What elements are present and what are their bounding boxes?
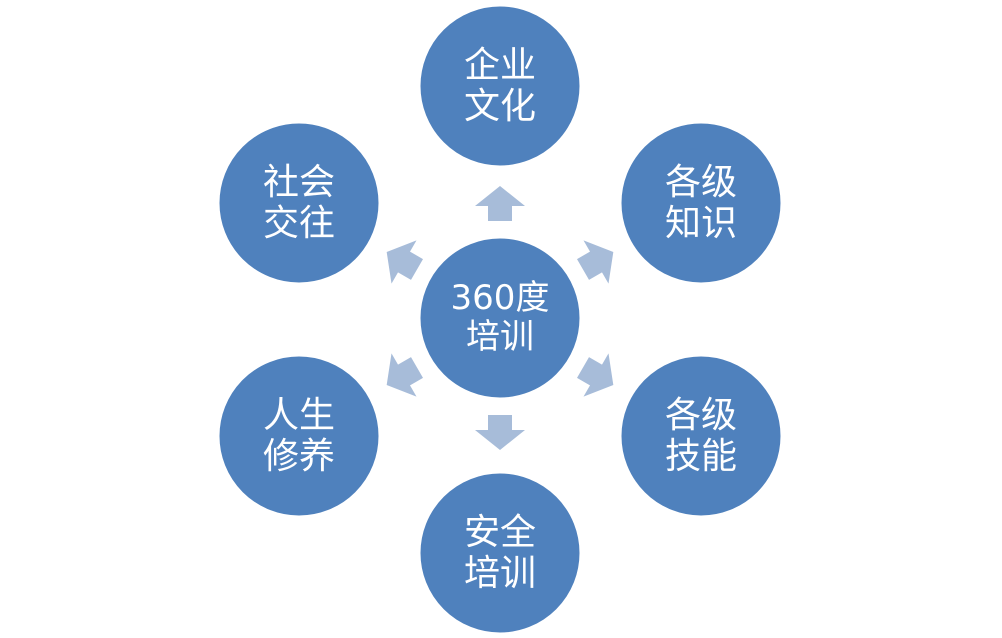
node-knowledge bbox=[618, 120, 784, 286]
arrow-lower-left bbox=[386, 353, 423, 397]
center-node bbox=[417, 235, 583, 401]
node-skills bbox=[618, 353, 784, 519]
node-social bbox=[216, 120, 382, 286]
arrow-upper-left bbox=[386, 240, 423, 284]
arrow-upper-right bbox=[577, 240, 614, 284]
node-culture bbox=[417, 3, 583, 169]
arrow-lower-right bbox=[577, 353, 614, 397]
arrow-up bbox=[475, 186, 525, 221]
node-cultivation bbox=[216, 353, 382, 519]
node-safety bbox=[417, 470, 583, 636]
arrow-down bbox=[475, 415, 525, 450]
